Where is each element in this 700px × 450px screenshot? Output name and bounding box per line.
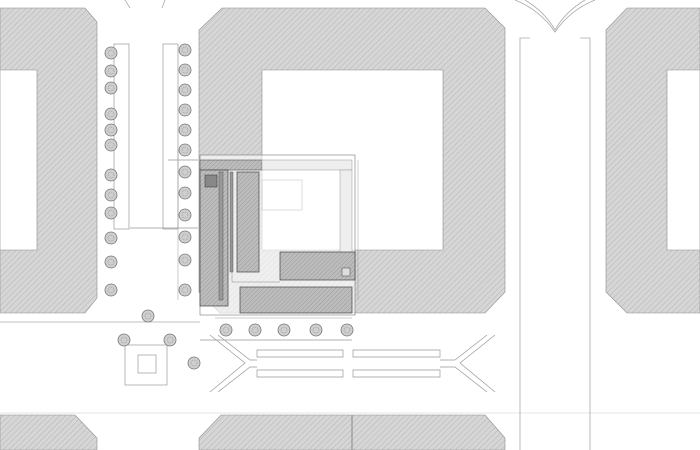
building-plan: [177, 150, 359, 319]
city-block-right: [605, 7, 700, 314]
stair-icon: [204, 174, 218, 188]
city-block-bottom-left: [0, 414, 98, 450]
city-block-left: [0, 7, 98, 314]
tree-planters: [113, 43, 198, 386]
walkway: [200, 334, 496, 393]
avenue: [0, 0, 596, 450]
